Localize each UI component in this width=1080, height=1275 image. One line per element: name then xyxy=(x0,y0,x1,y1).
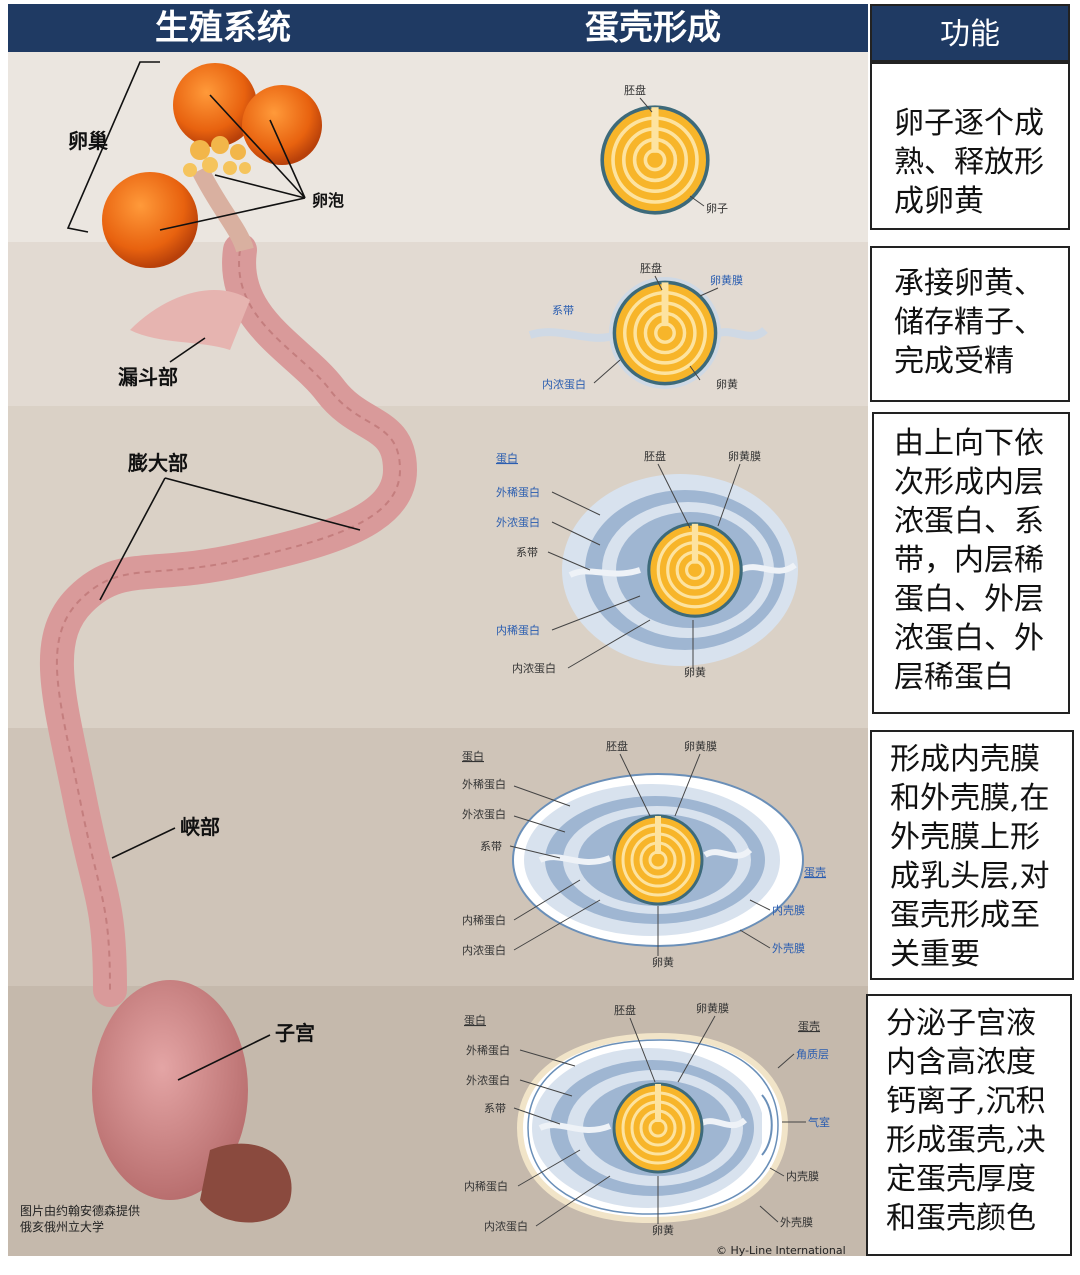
stage5-label-outer-membrane: 外壳膜 xyxy=(780,1215,813,1229)
stage5-label-yolk: 卵黄 xyxy=(652,1223,674,1237)
infundibulum-shape xyxy=(130,290,250,350)
stage2-label-yolk: 卵黄 xyxy=(716,377,738,391)
stage5-label-inner-thick: 内浓蛋白 xyxy=(484,1219,528,1233)
stage5-label-inner-membrane: 内壳膜 xyxy=(786,1169,819,1183)
vagina-shape xyxy=(200,1143,292,1223)
stage4-egg xyxy=(512,773,804,947)
follicle-large-1 xyxy=(173,63,257,147)
stage4-label-chalaza: 系带 xyxy=(480,840,502,853)
uterus-shape xyxy=(92,980,248,1200)
stage5-label-chalaza: 系带 xyxy=(484,1102,506,1115)
stage5-label-outer-thin: 外稀蛋白 xyxy=(466,1043,510,1057)
stage1-label-germinal-disc: 胚盘 xyxy=(624,83,646,97)
ovary-cluster xyxy=(102,63,322,268)
leader-infundibulum xyxy=(169,337,206,363)
label-uterus: 子宫 xyxy=(275,1021,315,1045)
label-magnum: 膨大部 xyxy=(127,451,188,475)
label-ovary: 卵巢 xyxy=(68,129,108,153)
stage4-label-outer-thin: 外稀蛋白 xyxy=(462,777,506,791)
stage3-label-inner-thick: 内浓蛋白 xyxy=(512,661,556,675)
stage4-label-yolk: 卵黄 xyxy=(652,955,674,969)
stage5-label-cuticle: 角质层 xyxy=(796,1048,829,1061)
function-box-isthmus: 形成内壳膜 和外壳膜,在 外壳膜上形 成乳头层,对 蛋壳形成至 关重要 xyxy=(870,730,1074,980)
label-isthmus: 峡部 xyxy=(180,815,220,839)
leader-follicle xyxy=(159,94,306,231)
leader-magnum xyxy=(99,477,361,601)
stage5-label-outer-thick: 外浓蛋白 xyxy=(466,1073,510,1087)
stage2-yolk xyxy=(609,277,721,389)
follicle-large-3 xyxy=(102,172,198,268)
stage3-label-inner-thin: 内稀蛋白 xyxy=(496,623,540,637)
stage2-label-germinal-disc: 胚盘 xyxy=(640,261,662,275)
stage5-label-vitelline-membrane: 卵黄膜 xyxy=(696,1001,729,1015)
follicle-large-2 xyxy=(242,85,322,165)
function-box-uterus: 分泌子宫液 内含高浓度 钙离子,沉积 形成蛋壳,决 定蛋壳厚度 和蛋壳颜色 xyxy=(866,994,1072,1256)
stage2-label-chalaza: 系带 xyxy=(552,304,574,317)
stage2-label-inner-thick: 内浓蛋白 xyxy=(542,377,586,391)
stage2-label-vitelline-membrane: 卵黄膜 xyxy=(710,273,743,287)
stage5-label-germinal-disc: 胚盘 xyxy=(614,1003,636,1017)
header-reproductive-system: 生殖系统 xyxy=(8,4,438,52)
stage3-label-germinal-disc: 胚盘 xyxy=(644,449,666,463)
stage4-label-vitelline-membrane: 卵黄膜 xyxy=(684,739,717,753)
stage5-label-albumen: 蛋白 xyxy=(464,1013,486,1027)
stage3-label-outer-thin: 外稀蛋白 xyxy=(496,485,540,499)
function-box-infundibulum: 承接卵黄、 储存精子、 完成受精 xyxy=(870,246,1070,402)
stage3-label-yolk: 卵黄 xyxy=(684,665,706,679)
stage4-label-albumen: 蛋白 xyxy=(462,749,484,763)
stage5-egg xyxy=(516,1032,789,1224)
stage5-label-shell: 蛋壳 xyxy=(798,1019,820,1033)
stage4-label-germinal-disc: 胚盘 xyxy=(606,739,628,753)
copyright: © Hy-Line International xyxy=(716,1244,846,1257)
ovary-bracket xyxy=(66,61,160,233)
stage3-egg xyxy=(562,474,798,666)
function-box-ovary: 卵子逐个成 熟、释放形 成卵黄 xyxy=(870,62,1070,230)
stage2-chalaza-right xyxy=(712,326,768,340)
stage3-label-vitelline-membrane: 卵黄膜 xyxy=(728,449,761,463)
stage3-label-albumen: 蛋白 xyxy=(496,451,518,465)
oviduct xyxy=(39,233,418,1007)
stage4-label-inner-thin: 内稀蛋白 xyxy=(462,913,506,927)
stage5-label-air-cell: 气室 xyxy=(808,1115,830,1129)
stage4-label-shell: 蛋壳 xyxy=(804,865,826,879)
stage2-chalaza-left xyxy=(528,328,617,342)
stage5-label-inner-thin: 内稀蛋白 xyxy=(464,1179,508,1193)
label-infundibulum: 漏斗部 xyxy=(118,365,178,389)
function-box-magnum: 由上向下依 次形成内层 浓蛋白、系 带，内层稀 蛋白、外层 浓蛋白、外 层稀蛋白 xyxy=(872,412,1070,714)
stage4-label-outer-thick: 外浓蛋白 xyxy=(462,807,506,821)
stage3-label-chalaza: 系带 xyxy=(516,546,538,559)
stage5-air-cell xyxy=(761,1094,773,1156)
stage4-label-outer-membrane: 外壳膜 xyxy=(772,941,805,955)
credit-line1: 图片由约翰安德森提供 xyxy=(20,1203,140,1218)
leader-isthmus xyxy=(111,827,176,859)
stage4-label-inner-thick: 内浓蛋白 xyxy=(462,943,506,957)
credit-line2: 俄亥俄州立大学 xyxy=(20,1219,104,1234)
stage3-label-outer-thick: 外浓蛋白 xyxy=(496,515,540,529)
header-function: 功能 xyxy=(870,4,1070,62)
stage4-label-inner-membrane: 内壳膜 xyxy=(772,903,805,917)
stage1-label-ovum: 卵子 xyxy=(706,202,728,215)
leader-uterus xyxy=(177,1034,271,1081)
label-follicle: 卵泡 xyxy=(312,191,344,210)
header-shell-formation: 蛋壳形成 xyxy=(438,4,868,52)
